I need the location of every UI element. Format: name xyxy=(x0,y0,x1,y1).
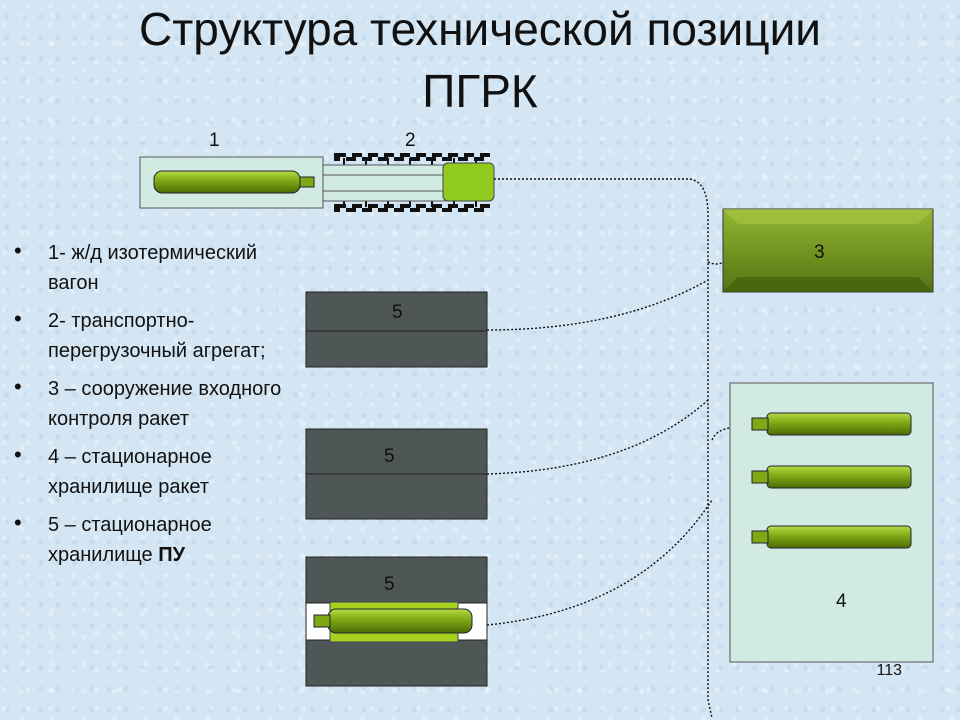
bullet-icon: • xyxy=(14,442,22,467)
launcher-storage-3 xyxy=(305,556,488,687)
label-4: 4 xyxy=(836,591,847,612)
inspection-building xyxy=(722,208,934,293)
label-2: 2 xyxy=(405,130,416,151)
bullet-icon: • xyxy=(14,510,22,535)
label-5-b: 5 xyxy=(384,446,395,467)
bullet-icon: • xyxy=(14,374,22,399)
page-subtitle: ПГРК xyxy=(422,65,538,117)
legend-list: • 1- ж/д изотермический вагон • 2- транс… xyxy=(14,238,304,578)
legend-item: • 3 – сооружение входного контроля ракет xyxy=(14,374,304,434)
legend-item: • 5 – стационарное хранилище ПУ xyxy=(14,510,304,570)
launcher-missile xyxy=(327,608,473,634)
legend-item: • 4 – стационарное хранилище ракет xyxy=(14,442,304,502)
transfer-unit-cab xyxy=(442,162,495,202)
transfer-unit-tracks xyxy=(334,153,490,212)
legend-item-text: 5 – стационарное хранилище xyxy=(48,514,212,566)
wagon xyxy=(139,156,324,209)
connector-to-storage-2 xyxy=(486,399,709,475)
legend-item-text: 4 – стационарное хранилище ракет xyxy=(48,446,212,498)
bullet-icon: • xyxy=(14,238,22,263)
connector-lines xyxy=(486,178,731,719)
stored-missile xyxy=(751,412,912,436)
legend-item-text: 1- ж/д изотермический вагон xyxy=(48,242,258,294)
bullet-icon: • xyxy=(14,306,22,331)
legend-item-text: 3 – сооружение входного контроля ракет xyxy=(48,378,282,430)
label-5-a: 5 xyxy=(392,302,403,323)
page-number: 113 xyxy=(876,662,902,679)
label-3: 3 xyxy=(814,242,825,263)
legend-item: • 1- ж/д изотермический вагон xyxy=(14,238,304,298)
legend-item: • 2- транспортно-перегрузочный агрегат; xyxy=(14,306,304,366)
transfer-unit xyxy=(322,153,495,212)
launcher-storage-1 xyxy=(305,291,488,368)
connector-to-3 xyxy=(707,261,725,265)
label-5-c: 5 xyxy=(384,574,395,595)
connector-to-storage-3 xyxy=(486,499,713,626)
legend-item-text: 2- транспортно-перегрузочный агрегат; xyxy=(48,310,266,362)
missile-storage xyxy=(729,382,934,663)
connector-to-storage-1 xyxy=(486,279,709,331)
label-1: 1 xyxy=(209,130,220,151)
launcher-storage-2 xyxy=(305,428,488,520)
stored-missile xyxy=(751,465,912,489)
wagon-missile xyxy=(153,170,301,194)
stored-missile xyxy=(751,525,912,549)
page-title: Структура технической позиции xyxy=(139,3,821,55)
connector-main xyxy=(494,178,713,719)
legend-item-bold-text: ПУ xyxy=(158,544,186,566)
connector-to-4 xyxy=(711,427,731,441)
